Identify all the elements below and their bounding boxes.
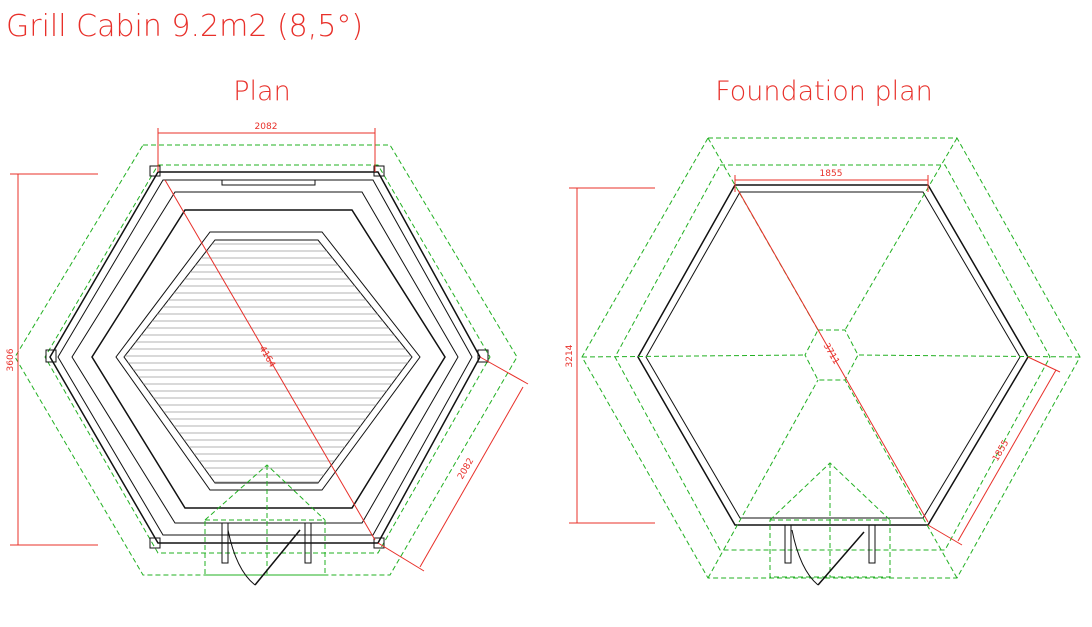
- plan-bench-outer: [91, 209, 446, 509]
- plan-roof-outline: [14, 144, 518, 576]
- plan-label: Plan: [233, 76, 290, 107]
- foundation-dimensions: [569, 175, 1061, 546]
- drawing-title: Grill Cabin 9.2m2 (8,5°): [6, 9, 363, 44]
- plan-view: Plan: [6, 76, 529, 586]
- foundation-dim-top: 1855: [820, 169, 843, 179]
- foundation-door: [769, 462, 891, 586]
- plan-dim-side: 2082: [456, 457, 476, 482]
- plan-dimensions: [10, 128, 529, 572]
- plan-dim-top: 2082: [255, 122, 278, 132]
- plan-dim-diagonal: 4164: [257, 345, 277, 370]
- plan-corner-posts: [45, 165, 489, 549]
- plan-bench-inner: [115, 231, 421, 491]
- foundation-label: Foundation plan: [715, 76, 933, 107]
- plan-wall-outer-2: [57, 179, 473, 536]
- foundation-dim-height: 3214: [565, 344, 575, 367]
- foundation-dim-diagonal: 3711: [821, 342, 841, 367]
- foundation-dim-side: 1855: [991, 439, 1011, 464]
- plan-door: [204, 464, 326, 586]
- foundation-view: Foundation plan: [565, 76, 1081, 586]
- plan-window-top: [221, 179, 316, 186]
- plan-roof-outline-inner: [44, 164, 491, 554]
- plan-wall-inner: [71, 191, 459, 524]
- plan-dim-height: 3606: [6, 348, 16, 371]
- plan-floor: [123, 239, 413, 484]
